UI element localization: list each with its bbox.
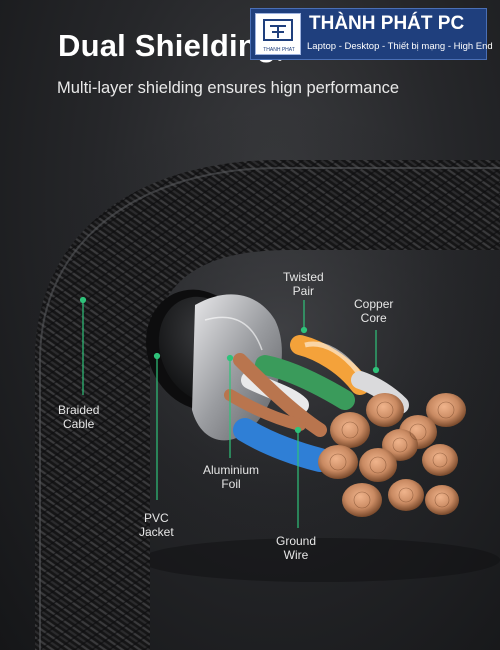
- label-copper-core-line1: Copper: [354, 297, 394, 311]
- logo-mark-text: THANH PHAT: [263, 47, 295, 53]
- headline: Dual Shielding,: [58, 28, 285, 63]
- store-watermark: THANH PHAT THÀNH PHÁT PC Laptop - Deskto…: [250, 8, 493, 60]
- label-aluminium-foil-line1: Aluminium: [203, 463, 260, 477]
- store-logo-icon: THANH PHAT: [255, 13, 301, 55]
- label-twisted-pair: Twisted Pair: [283, 270, 324, 298]
- label-braided-cable: Braided Cable: [58, 403, 99, 431]
- store-brand-name: THÀNH PHÁT PC: [309, 13, 465, 34]
- label-pvc-jacket-line2: Jacket: [139, 525, 174, 539]
- label-ground-wire-line2: Wire: [283, 548, 309, 562]
- label-aluminium-foil: Aluminium Foil: [203, 463, 259, 491]
- label-twisted-pair-line1: Twisted: [283, 270, 324, 284]
- pointer-lines: [79, 296, 380, 528]
- subheadline: Multi-layer shielding ensures hign perfo…: [57, 79, 400, 97]
- copper-cores: [318, 393, 466, 517]
- twisted-pairs: [224, 335, 409, 472]
- label-pvc-jacket: PVC Jacket: [139, 511, 174, 539]
- label-braided-cable-line1: Braided: [58, 403, 100, 417]
- label-copper-core: Copper Core: [354, 297, 393, 325]
- label-braided-cable-line2: Cable: [63, 417, 95, 431]
- label-ground-wire-line1: Ground: [276, 534, 317, 548]
- label-pvc-jacket-line1: PVC: [144, 511, 169, 525]
- aluminium-foil: [192, 294, 282, 441]
- label-copper-core-line2: Core: [360, 311, 387, 325]
- label-twisted-pair-line2: Pair: [292, 284, 315, 298]
- label-ground-wire: Ground Wire: [276, 534, 316, 562]
- store-tagline: Laptop - Desktop - Thiết bị mạng - High …: [307, 41, 493, 52]
- label-aluminium-foil-line2: Foil: [221, 477, 241, 491]
